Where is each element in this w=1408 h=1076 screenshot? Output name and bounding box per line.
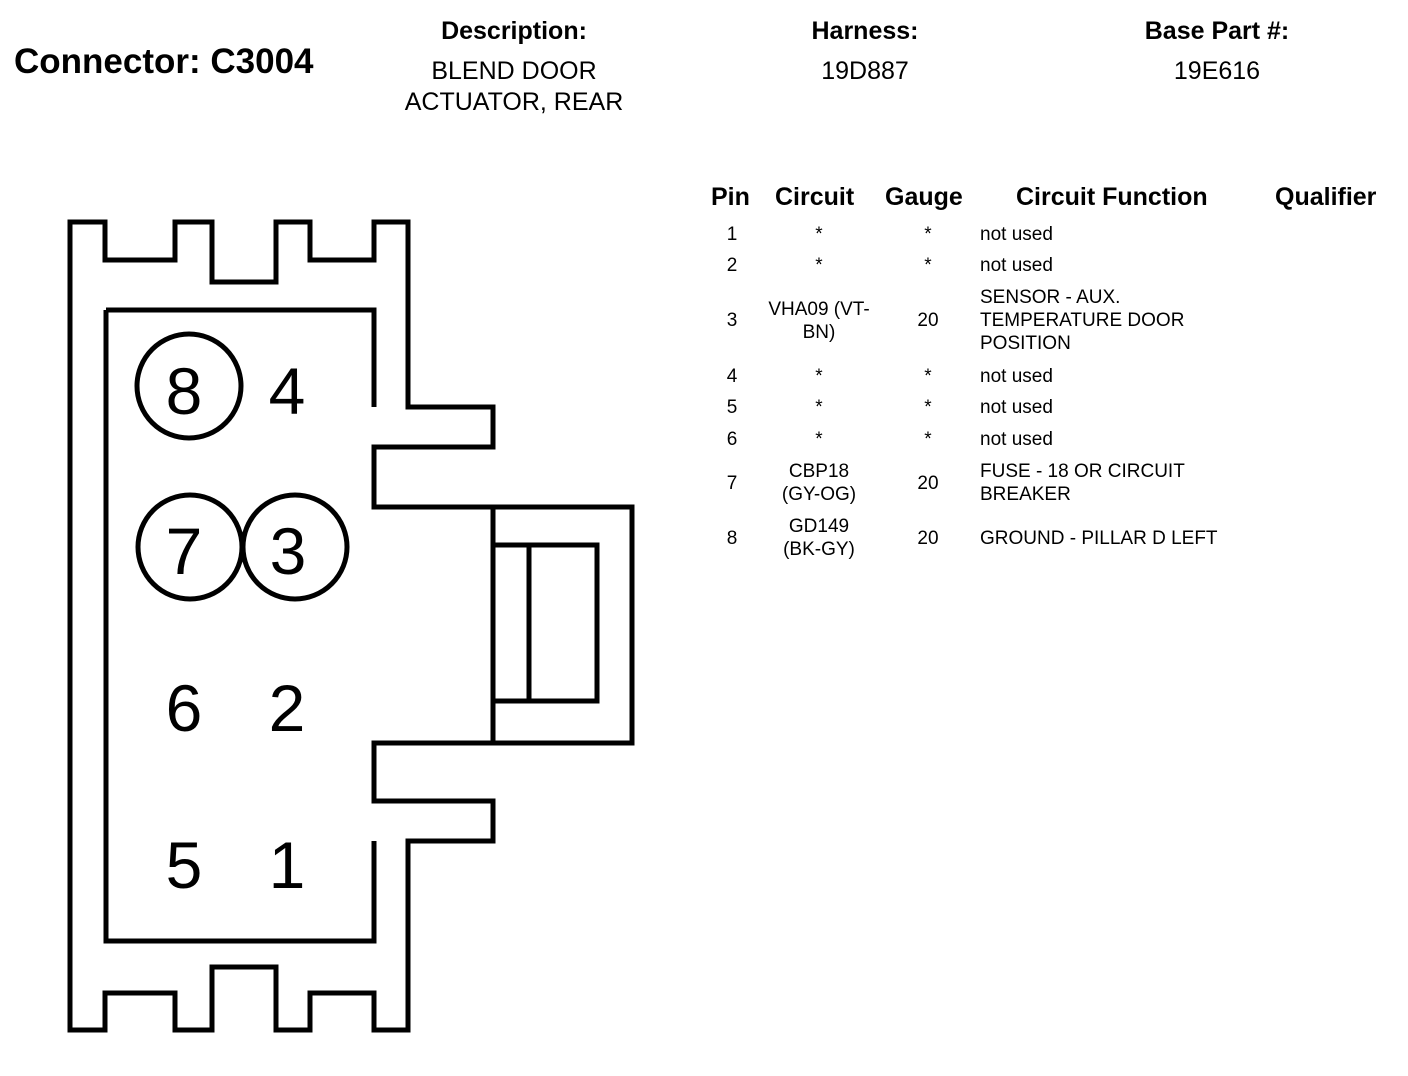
pin-7-label: 7 xyxy=(166,514,203,588)
cell-circuit: * xyxy=(815,397,823,418)
description-value: BLEND DOOR ACTUATOR, REAR xyxy=(404,57,624,116)
col-header-pin: Pin xyxy=(711,183,750,211)
cell-function: FUSE - 18 OR CIRCUIT BREAKER xyxy=(980,461,1185,505)
col-header-qualifier: Qualifier xyxy=(1275,183,1377,211)
cell-function: not used xyxy=(980,397,1053,418)
cell-gauge: * xyxy=(924,255,932,276)
pin-2-label: 2 xyxy=(269,671,306,745)
cell-gauge: * xyxy=(924,224,932,245)
cell-circuit: CBP18 (GY-OG) xyxy=(781,461,857,505)
cell-circuit: * xyxy=(815,429,823,450)
cell-pin: 4 xyxy=(726,366,738,387)
base-part-value: 19E616 xyxy=(1173,57,1261,85)
base-part-label: Base Part #: xyxy=(1144,17,1290,45)
connector-title: Connector: C3004 xyxy=(14,42,314,81)
connector-housing xyxy=(67,219,635,1033)
cell-pin: 8 xyxy=(726,528,738,549)
cell-function: SENSOR - AUX. TEMPERATURE DOOR POSITION xyxy=(980,287,1185,354)
cell-function: not used xyxy=(980,366,1053,387)
cell-function: not used xyxy=(980,255,1053,276)
cell-circuit: VHA09 (VT-BN) xyxy=(768,299,870,343)
cell-gauge: * xyxy=(924,366,932,387)
pin-3-circle xyxy=(240,492,350,602)
cell-gauge: * xyxy=(924,429,932,450)
cell-gauge: 20 xyxy=(917,310,939,331)
harness-label: Harness: xyxy=(811,17,919,45)
col-header-circuit: Circuit xyxy=(775,183,855,211)
cell-circuit: * xyxy=(815,255,823,276)
cell-function: GROUND - PILLAR D LEFT xyxy=(980,528,1218,549)
connector-face-diagram: 8 4 7 3 6 2 5 1 xyxy=(67,219,635,1033)
cell-pin: 5 xyxy=(726,397,738,418)
cell-circuit: GD149 (BK-GY) xyxy=(783,516,855,560)
description-label: Description: xyxy=(441,17,587,45)
connector-cavity xyxy=(103,307,377,944)
cell-gauge: 20 xyxy=(917,528,939,549)
pin-5-label: 5 xyxy=(166,828,203,902)
connector-latch xyxy=(490,504,635,746)
harness-value: 19D887 xyxy=(821,57,909,85)
cell-pin: 2 xyxy=(726,255,738,276)
cell-function: not used xyxy=(980,429,1053,450)
col-header-gauge: Gauge xyxy=(885,183,963,211)
connector-latch-inner xyxy=(490,542,600,704)
pin-1-label: 1 xyxy=(269,828,306,902)
cell-pin: 1 xyxy=(726,224,738,245)
pin-8-label: 8 xyxy=(166,354,203,428)
col-header-function: Circuit Function xyxy=(1016,183,1208,211)
cell-circuit: * xyxy=(815,224,823,245)
pin-6-label: 6 xyxy=(166,671,203,745)
cell-pin: 3 xyxy=(726,310,738,331)
pin-8-circle xyxy=(134,331,244,441)
cell-pin: 6 xyxy=(726,429,738,450)
pin-3-label: 3 xyxy=(270,514,307,588)
cell-gauge: 20 xyxy=(917,473,939,494)
cell-function: not used xyxy=(980,224,1053,245)
cell-circuit: * xyxy=(815,366,823,387)
pin-4-label: 4 xyxy=(269,354,306,428)
cell-pin: 7 xyxy=(726,473,738,494)
cell-gauge: * xyxy=(924,397,932,418)
